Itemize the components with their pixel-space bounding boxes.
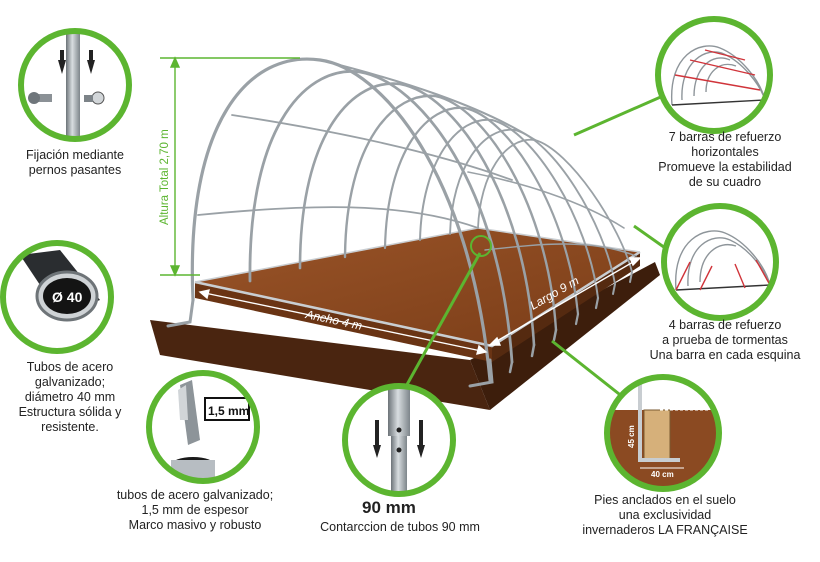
- horizontal-caption-line: Promueve la estabilidad: [658, 160, 792, 174]
- tubes-caption: Tubos de acero galvanizado; diámetro 40 …: [0, 360, 140, 435]
- connector-circle: [342, 383, 456, 497]
- connector-size: 90 mm: [362, 498, 416, 517]
- horizontal-caption-line: 7 barras de refuerzo: [668, 130, 782, 144]
- tubes-caption-line: galvanizado;: [34, 375, 106, 389]
- thickness-caption: tubos de acero galvanizado; 1,5 mm de es…: [95, 488, 295, 533]
- horizontal-caption-line: horizontales: [691, 145, 759, 159]
- height-dimension: [160, 56, 300, 277]
- anchors-caption-line: una exclusividad: [618, 508, 712, 522]
- storm-caption-line: 4 barras de refuerzo: [668, 318, 782, 332]
- connector-caption: Contarccion de tubos 90 mm: [320, 520, 480, 534]
- tubes-caption-line: Estructura sólida y: [18, 405, 122, 419]
- height-label: Altura Total 2,70 m: [159, 129, 171, 225]
- anchor-detail-circle: [604, 374, 722, 492]
- diameter-badge: Ø 40: [52, 289, 83, 305]
- thickness-caption-line: Marco masivo y robusto: [128, 518, 262, 532]
- storm-bars-circle: [661, 203, 779, 321]
- dimension-lines: [198, 257, 642, 355]
- thickness-caption-line: 1,5 mm de espesor: [141, 503, 249, 517]
- tube-diameter-circle: [0, 240, 114, 354]
- anchors-caption: Pies anclados en el suelo una exclusivid…: [565, 493, 765, 538]
- greenhouse-frame: [166, 57, 637, 388]
- storm-caption-line: a prueba de tormentas: [662, 333, 788, 347]
- thickness-caption-line: tubos de acero galvanizado;: [116, 488, 274, 502]
- horizontal-caption-line: de su cuadro: [688, 175, 762, 189]
- tubes-caption-line: diámetro 40 mm: [24, 390, 116, 404]
- tubes-caption-line: Tubos de acero: [26, 360, 114, 374]
- bolts-caption: Fijación mediante pernos pasantes: [0, 148, 150, 178]
- anchors-caption-line: Pies anclados en el suelo: [594, 493, 736, 507]
- anchors-caption-line: invernaderos LA FRANÇAISE: [582, 523, 748, 537]
- tubes-caption-line: resistente.: [41, 420, 99, 434]
- anchor-width-label: 40 cm: [651, 470, 674, 479]
- bolts-caption-line: pernos pasantes: [28, 163, 122, 177]
- storm-bars-caption: 4 barras de refuerzo a prueba de torment…: [635, 318, 815, 363]
- storm-caption-line: Una barra en cada esquina: [649, 348, 801, 362]
- bolts-caption-line: Fijación mediante: [26, 148, 124, 162]
- bolt-detail-circle: [18, 28, 132, 142]
- anchor-depth-label: 45 cm: [627, 425, 636, 448]
- thickness-badge: 1,5 mm: [208, 404, 249, 418]
- thickness-circle: [146, 370, 260, 484]
- horizontal-bars-circle: [655, 16, 773, 134]
- horizontal-bars-caption: 7 barras de refuerzo horizontales Promue…: [640, 130, 810, 190]
